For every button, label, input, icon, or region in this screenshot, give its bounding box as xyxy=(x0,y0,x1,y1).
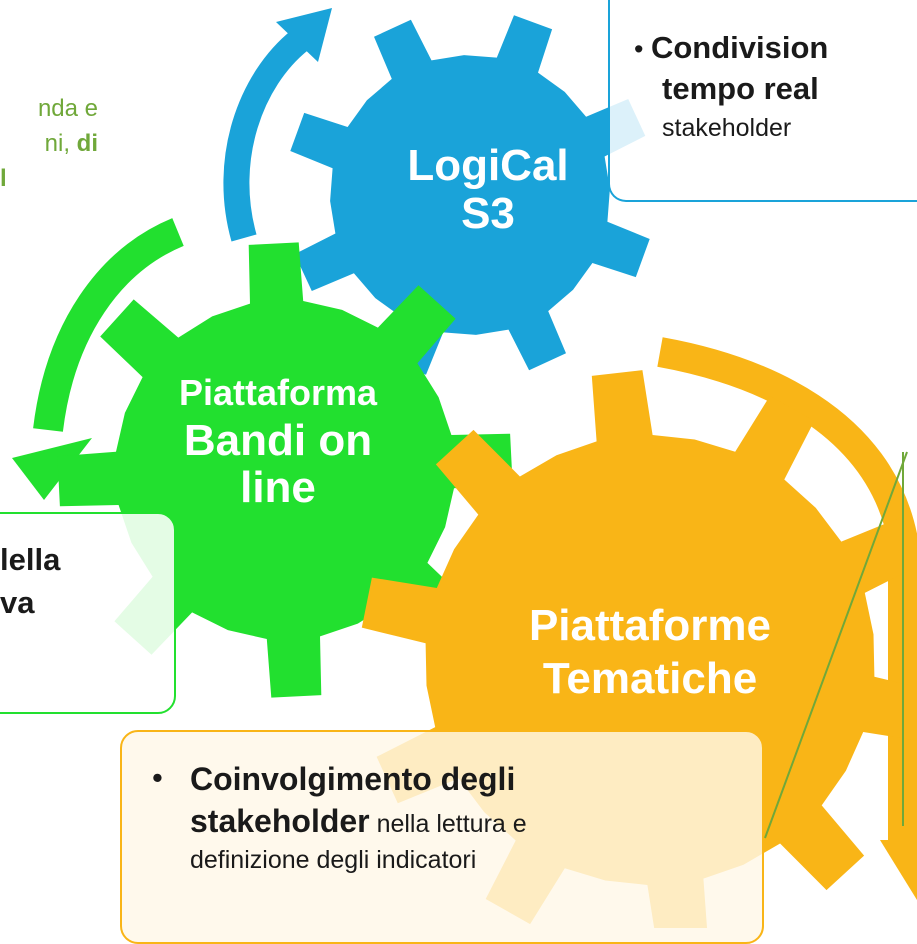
box-condivisione xyxy=(608,0,917,202)
gear-blue-shape xyxy=(290,15,650,375)
coinvolgimento-bold-1: Coinvolgimento degli xyxy=(190,761,516,797)
orange-cycle-arrow xyxy=(657,337,917,900)
bandi-line-1: Piattaforma xyxy=(178,372,378,413)
gear-logical-label: LogiCal S3 xyxy=(378,142,598,237)
logical-line-2: S3 xyxy=(461,188,515,238)
box-condivisione-text: • Condivision tempo real stakeholder xyxy=(634,28,917,145)
condivisione-bold-1: Condivision xyxy=(650,30,829,65)
top-left-line-2: ni, di xyxy=(0,127,98,162)
coinvolgimento-normal-2: definizione degli indicatori xyxy=(190,846,477,875)
blue-cycle-arrow xyxy=(223,8,332,242)
coinvolgimento-bold-2: stakeholder xyxy=(190,803,370,840)
logical-line-1: LogiCal xyxy=(407,141,569,190)
bullet: • xyxy=(152,760,163,795)
left-bold-2: va xyxy=(0,585,35,621)
top-left-line-3: l xyxy=(0,164,7,192)
bandi-line-3: line xyxy=(240,463,316,513)
box-coinvolgimento xyxy=(120,730,764,944)
left-bold-1: lella xyxy=(0,542,61,577)
bandi-line-2: Bandi on xyxy=(183,415,373,465)
box-left-text: lella va xyxy=(0,538,60,625)
gear-bandi-label: Piattaforma Bandi on line xyxy=(118,372,438,513)
coinvolgimento-normal-1: nella lettura e xyxy=(369,810,527,839)
gear-logical-s3 xyxy=(290,15,650,375)
tematiche-line-1: Piattaforme xyxy=(528,601,772,650)
connector-line xyxy=(764,451,908,839)
box-left xyxy=(0,512,176,714)
condivisione-bold-2: tempo real xyxy=(662,70,819,106)
top-left-line-2-normal: ni, xyxy=(44,129,77,157)
gear-tematiche-label: Piattaforme Tematiche xyxy=(480,600,820,706)
tematiche-line-2: Tematiche xyxy=(542,653,758,703)
box-coinvolgimento-text: • Coinvolgimento degli stakeholder nella… xyxy=(148,758,748,878)
bullet: • xyxy=(634,34,651,64)
top-left-line-1: nda e xyxy=(37,95,98,122)
top-left-line-2-bold: di xyxy=(76,129,98,157)
top-left-text: nda e ni, di l xyxy=(0,92,98,196)
condivisione-normal: stakeholder xyxy=(662,113,792,142)
green-cycle-arrow xyxy=(12,218,185,500)
